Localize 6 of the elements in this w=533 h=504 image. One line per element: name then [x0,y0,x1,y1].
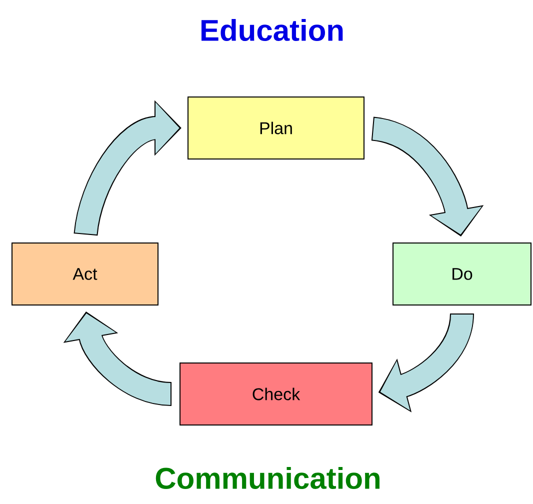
process-box: Act [12,242,158,306]
process-box: Do [392,242,532,306]
caption: Communication [156,466,380,490]
process-box: Plan [188,96,364,160]
title: Education [202,18,343,42]
process-box: Check [180,362,372,426]
